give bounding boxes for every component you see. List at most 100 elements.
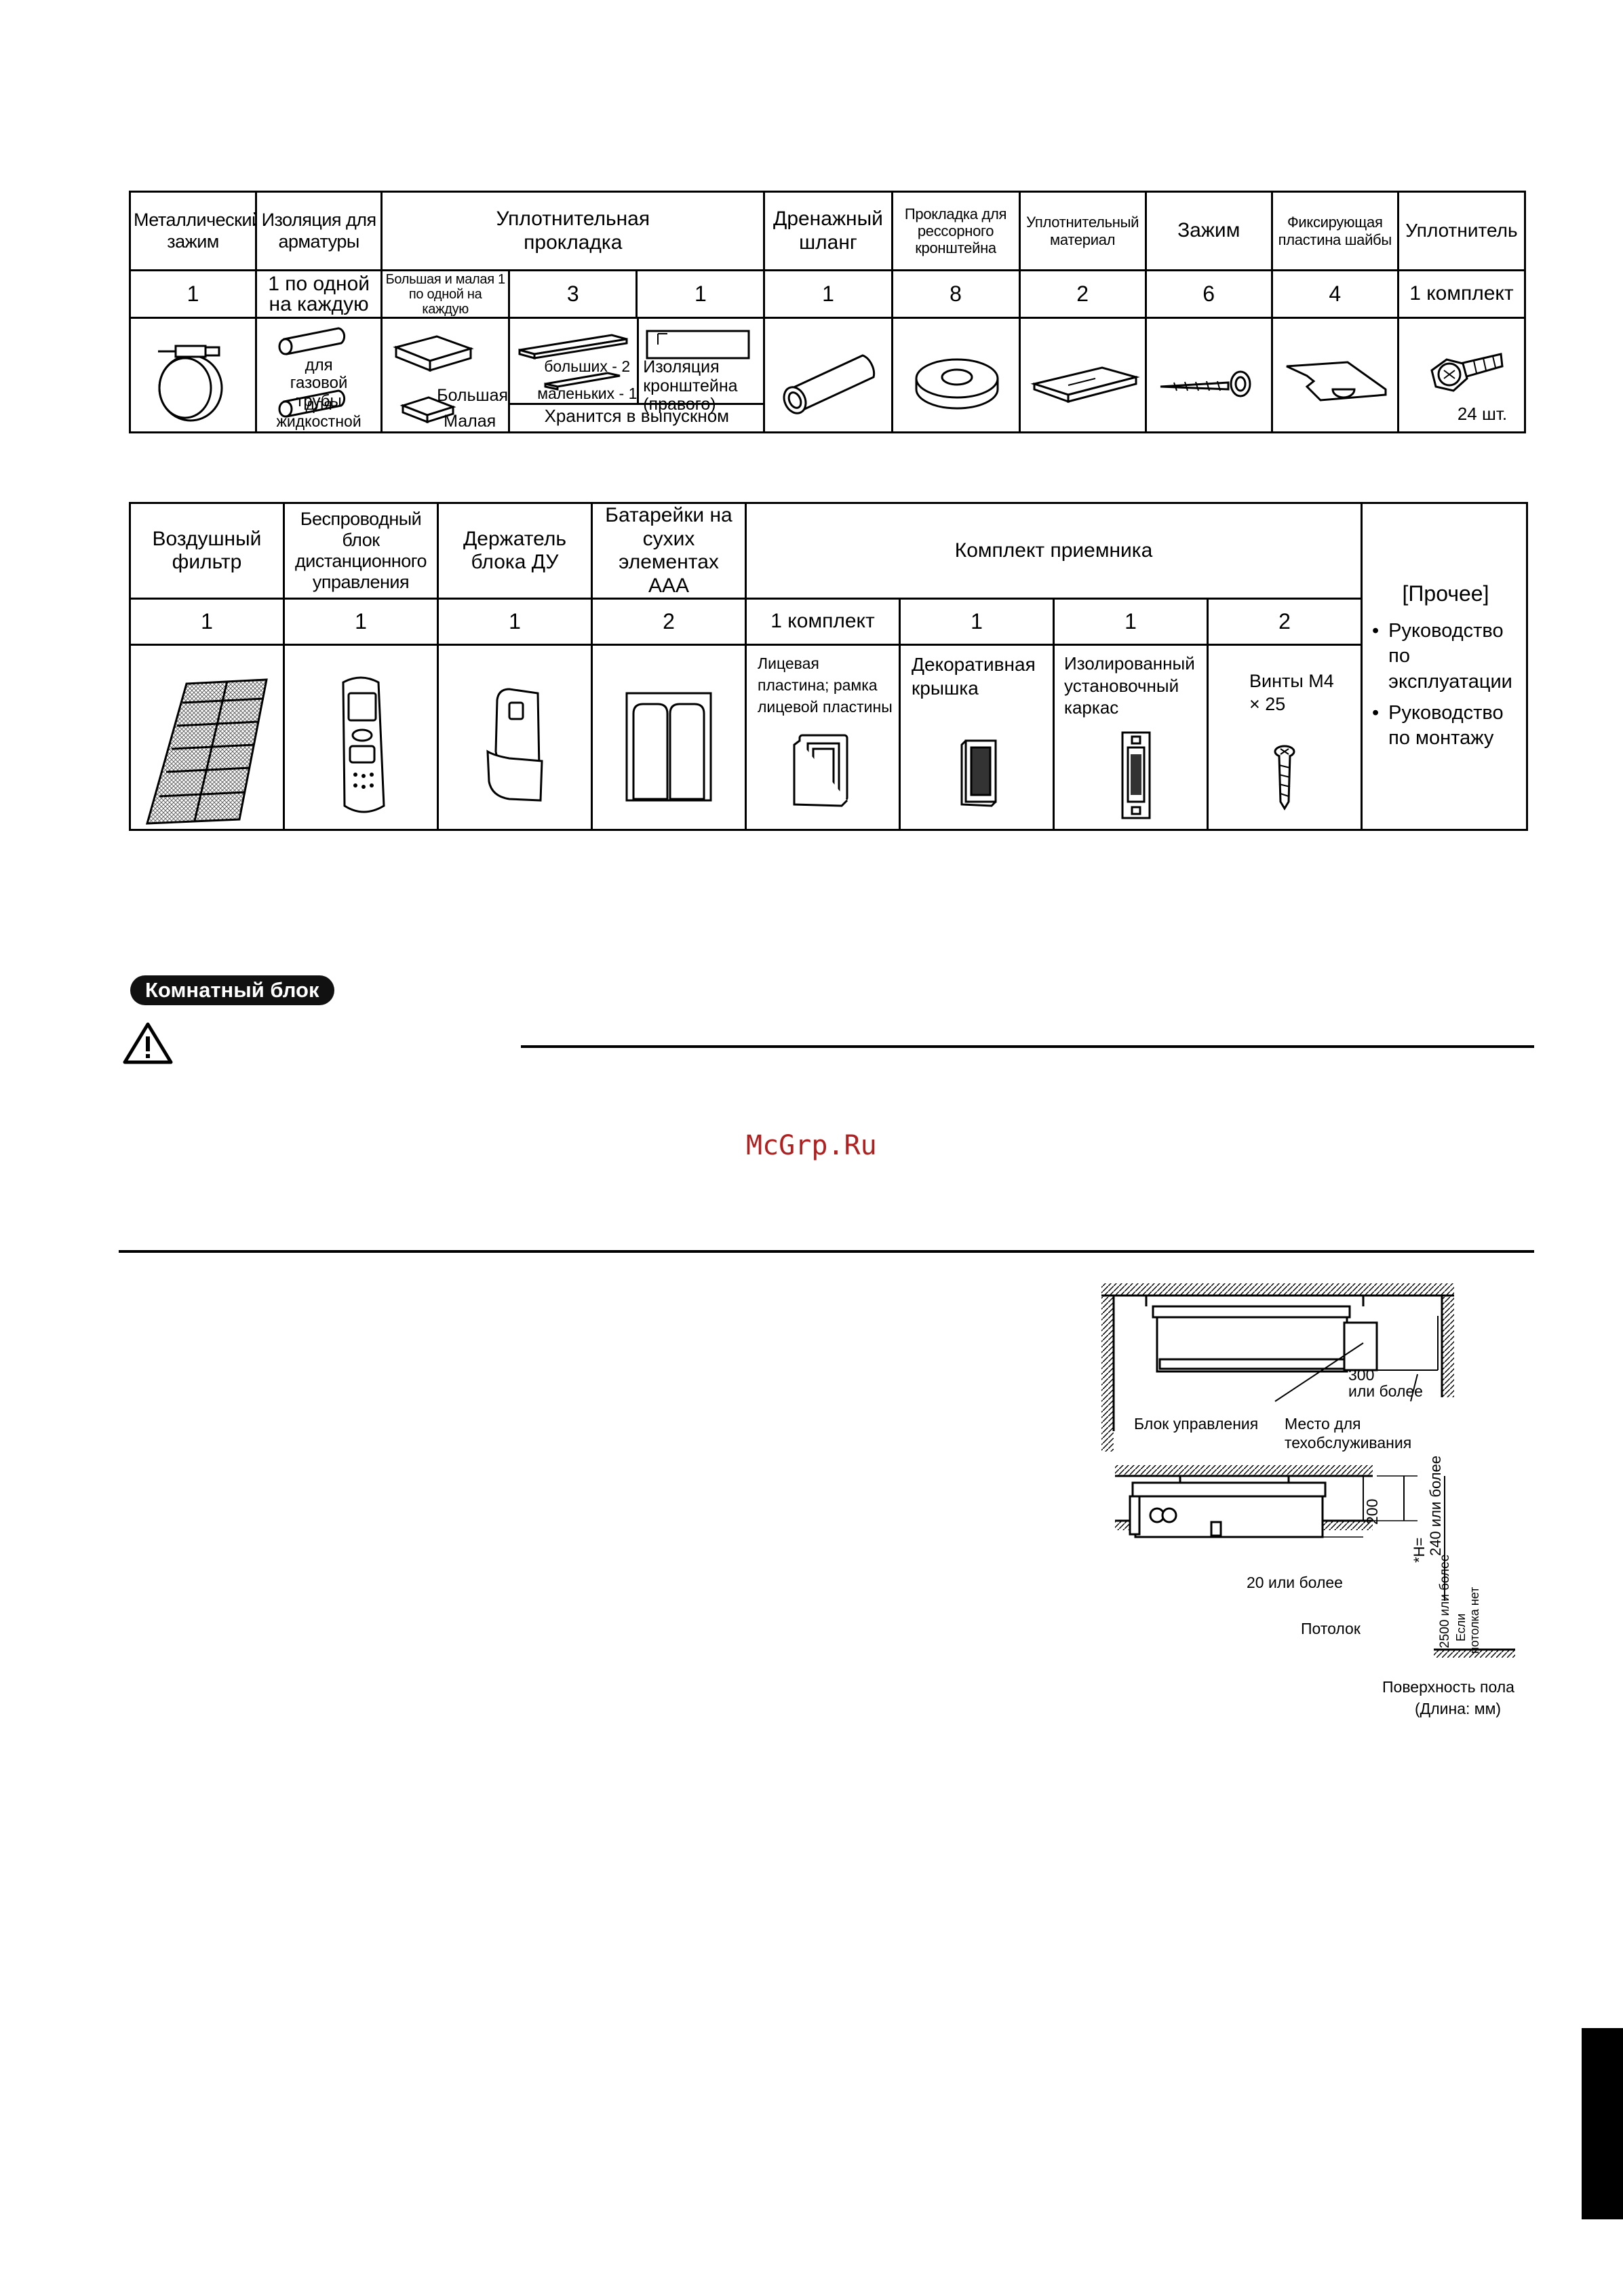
bullet-icon: • — [1372, 701, 1380, 724]
screws-caption: Винты M4 × 25 — [1249, 671, 1334, 714]
qty-batteries: 2 — [591, 598, 747, 646]
header-spring-pad: Прокладка для рессорного кронштейна — [891, 191, 1021, 271]
air-filter-picture — [129, 644, 285, 831]
holder-picture — [437, 644, 593, 831]
gas-pipe-caption: для газовой трубы — [290, 356, 348, 410]
control-box-label: Блок управления — [1134, 1415, 1259, 1433]
header-batteries: Батарейки на сухих элементах ААА — [591, 502, 747, 600]
qty-screws: 2 — [1207, 598, 1363, 646]
face-plate-picture: Лицевая пластина; рамка лицевой пластины — [745, 644, 901, 831]
seal-strips-icon — [518, 334, 628, 391]
header-drain-hose: Дренажный шланг — [763, 191, 893, 271]
remote-picture — [283, 644, 439, 831]
seal-material-icon — [1030, 366, 1140, 404]
qty-spring-pad: 8 — [891, 269, 1021, 319]
header-air-filter: Воздушный фильтр — [129, 502, 285, 600]
metal-clamp-icon — [158, 345, 223, 422]
header-seal-material: Уплотнительный материал — [1018, 191, 1147, 271]
no-ceiling-1: Если — [1454, 1613, 1468, 1641]
header-insulation: Изоляция для арматуры — [255, 191, 383, 271]
dim-200: 200 — [1363, 1498, 1381, 1525]
pcs-24-caption: 24 шт. — [1457, 404, 1508, 424]
other-title: [Прочее] — [1402, 581, 1489, 606]
header-metal-clamp: Металлический зажим — [128, 191, 258, 271]
frame-caption: Изолированный установочный каркас — [1064, 653, 1195, 718]
service-space-label: Место для техобслуживания — [1285, 1415, 1412, 1452]
qty-seal-pad-b: 3 — [508, 269, 638, 319]
qty-seal-material: 2 — [1018, 269, 1147, 319]
h-label: *H= — [1411, 1537, 1428, 1563]
qty-frame: 1 — [1053, 598, 1209, 646]
accessories-table-2: Воздушный фильтр Беспроводный блок диста… — [129, 502, 1528, 831]
fix-plate-icon — [1286, 361, 1387, 402]
bullet-icon: • — [1372, 619, 1380, 642]
dim-20: 20 или более — [1247, 1574, 1343, 1591]
header-sealer: Уплотнитель — [1396, 191, 1527, 271]
dim-2500: 2500 или более — [1438, 1554, 1452, 1648]
deco-cover-picture: Декоративная крышка — [899, 644, 1055, 831]
qty-fix-plate: 4 — [1270, 269, 1399, 319]
batteries-picture — [591, 644, 747, 831]
dim-240: 240 или более — [1427, 1455, 1444, 1556]
section-badge: Комнатный блок — [130, 975, 334, 1005]
dim-300: 300 — [1348, 1366, 1375, 1384]
stored-in-caption: Хранится в выпускном воздушном отверстии — [544, 406, 730, 430]
watermark: McGrp.Ru — [746, 1130, 877, 1161]
sealer-picture: 24 шт. — [1396, 317, 1527, 433]
large-2-caption: больших - 2 — [544, 357, 631, 375]
deco-cover-caption: Декоративная крышка — [912, 654, 1036, 699]
small-caption: Малая — [444, 412, 496, 431]
warning-rule — [521, 1045, 1534, 1048]
deco-cover-icon — [960, 739, 997, 807]
fix-plate-picture — [1270, 317, 1399, 433]
header-remote: Беспроводный блок дистанционного управле… — [283, 502, 439, 600]
qty-sealer: 1 комплект — [1396, 269, 1527, 319]
qty-holder: 1 — [437, 598, 593, 646]
drain-hose-picture — [763, 317, 893, 433]
other-item-2: Руководство по монтажу — [1388, 701, 1504, 750]
screw-icon — [1274, 745, 1295, 811]
accessories-table-1: Металлический зажим Изоляция для арматур… — [128, 191, 1527, 433]
face-plate-icon — [793, 734, 848, 807]
clamp-screw-icon — [1160, 370, 1251, 397]
dim-300-or-more: или более — [1348, 1382, 1423, 1400]
large-caption: Большая — [437, 386, 509, 405]
other-cell: [Прочее] • Руководство по эксплуатации •… — [1361, 502, 1528, 831]
seal-pad-strips-picture: больших - 2 маленьких - 1 Изоляция кронш… — [508, 317, 766, 433]
screws-picture: Винты M4 × 25 — [1207, 644, 1363, 831]
mounting-frame-icon — [1121, 731, 1151, 819]
qty-seal-pad-c: 1 — [635, 269, 766, 319]
header-fix-plate: Фиксирующая пластина шайбы — [1270, 191, 1399, 271]
side-tab — [1582, 2028, 1623, 2219]
insulation-picture: для газовой трубы для жидкостной трубы — [255, 317, 383, 433]
header-clamp: Зажим — [1144, 191, 1273, 271]
batteries-icon — [625, 692, 712, 802]
metal-clamp-picture — [128, 317, 258, 433]
qty-seal-pad-a: Большая и малая 1 по одной на каждую — [380, 269, 511, 319]
remote-control-icon — [342, 676, 385, 813]
qty-clamp: 6 — [1144, 269, 1273, 319]
seal-pad-icon — [393, 335, 474, 424]
bracket-insulation-icon — [646, 330, 750, 359]
frame-picture: Изолированный установочный каркас — [1053, 644, 1209, 831]
header-seal-pad: Уплотнительная прокладка — [380, 191, 766, 271]
pipe-insulation-icon — [278, 327, 346, 418]
sealer-screw-icon — [1430, 353, 1504, 392]
floor-drawing — [1434, 1648, 1515, 1658]
clamp-picture — [1144, 317, 1273, 433]
qty-insulation: 1 по одной на каждую — [255, 269, 383, 319]
header-receiver-kit: Комплект приемника — [745, 502, 1363, 600]
drain-hose-icon — [783, 354, 876, 414]
units-label: (Длина: мм) — [1415, 1700, 1502, 1717]
spring-pad-picture — [891, 317, 1021, 433]
ceiling-label: Потолок — [1301, 1620, 1361, 1637]
seal-material-picture — [1018, 317, 1147, 433]
washer-pad-icon — [915, 358, 998, 410]
liquid-pipe-caption: для жидкостной трубы — [276, 395, 361, 431]
seal-pad-large-small-picture: Большая Малая — [380, 317, 511, 433]
face-plate-caption: Лицевая пластина; рамка лицевой пластины — [758, 655, 893, 716]
qty-face-plate: 1 комплект — [745, 598, 901, 646]
qty-metal-clamp: 1 — [128, 269, 258, 319]
side-view-drawing — [1115, 1465, 1445, 1601]
floor-label: Поверхность пола — [1382, 1678, 1514, 1696]
